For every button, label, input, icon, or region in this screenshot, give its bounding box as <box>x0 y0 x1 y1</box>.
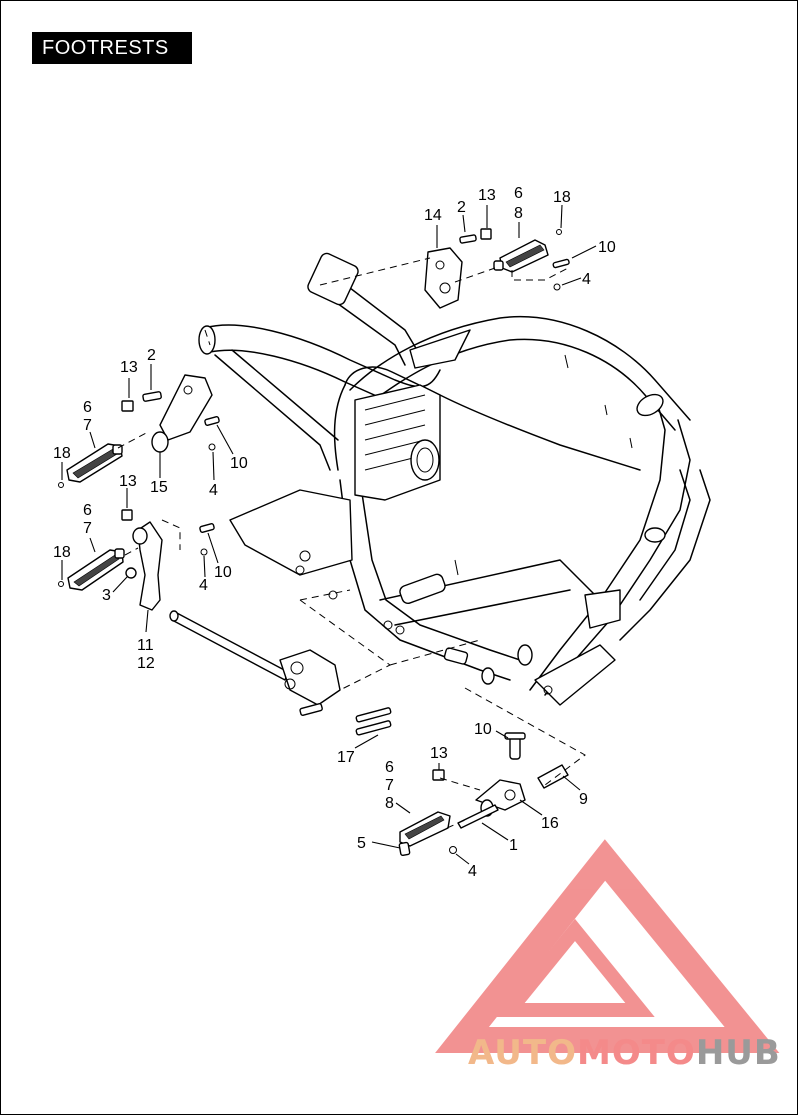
watermark-hub: HUB <box>695 1033 781 1073</box>
callout-1: 1 <box>509 837 518 854</box>
callout-15: 15 <box>150 479 168 496</box>
callout-6: 6 <box>385 759 394 776</box>
callout-4: 4 <box>468 863 477 880</box>
callout-8: 8 <box>385 795 394 812</box>
callout-10: 10 <box>474 721 492 738</box>
callout-16: 16 <box>541 815 559 832</box>
watermark-moto: MOTO <box>576 1033 696 1073</box>
callout-5: 5 <box>357 835 366 852</box>
callout-2: 2 <box>457 199 466 216</box>
callout-4: 4 <box>199 577 208 594</box>
watermark-logo <box>435 839 780 1053</box>
callout-10: 10 <box>214 564 232 581</box>
callout-6: 6 <box>83 399 92 416</box>
callout-3: 3 <box>102 587 111 604</box>
page-title: FOOTRESTS <box>32 32 192 64</box>
leader-lines <box>61 204 597 865</box>
rear-passenger-footrest-left <box>58 329 220 488</box>
callout-18: 18 <box>553 189 571 206</box>
callout-7: 7 <box>83 520 92 537</box>
callout-14: 14 <box>424 207 442 224</box>
footrest-mount-shaft <box>169 589 481 736</box>
callout-7: 7 <box>385 777 394 794</box>
callout-17: 17 <box>337 749 355 766</box>
callout-4: 4 <box>582 271 591 288</box>
callout-6: 6 <box>83 502 92 519</box>
callout-6: 6 <box>514 185 523 202</box>
rear-passenger-footrest-right <box>319 228 570 309</box>
callout-8: 8 <box>514 205 523 222</box>
callout-11: 11 <box>137 637 154 654</box>
callout-10: 10 <box>230 455 248 472</box>
callout-10: 10 <box>598 239 616 256</box>
callout-18: 18 <box>53 445 71 462</box>
rider-footrest-right <box>398 687 586 856</box>
callout-12: 12 <box>137 655 155 672</box>
callout-labels: 14 2 13 6 8 18 10 4 13 2 6 7 18 10 4 15 … <box>53 185 616 880</box>
callout-2: 2 <box>147 347 156 364</box>
callout-13: 13 <box>120 359 138 376</box>
callout-18: 18 <box>53 544 71 561</box>
callout-9: 9 <box>579 791 588 808</box>
watermark-text: AUTOMOTOHUB <box>468 1033 781 1073</box>
callout-13: 13 <box>430 745 448 762</box>
callout-13: 13 <box>478 187 496 204</box>
watermark-auto: AUTO <box>468 1033 577 1073</box>
rider-footrest-left <box>58 509 215 611</box>
callout-13: 13 <box>119 473 137 490</box>
callout-7: 7 <box>83 417 92 434</box>
callout-4: 4 <box>209 482 218 499</box>
motorcycle-frame <box>198 252 711 706</box>
